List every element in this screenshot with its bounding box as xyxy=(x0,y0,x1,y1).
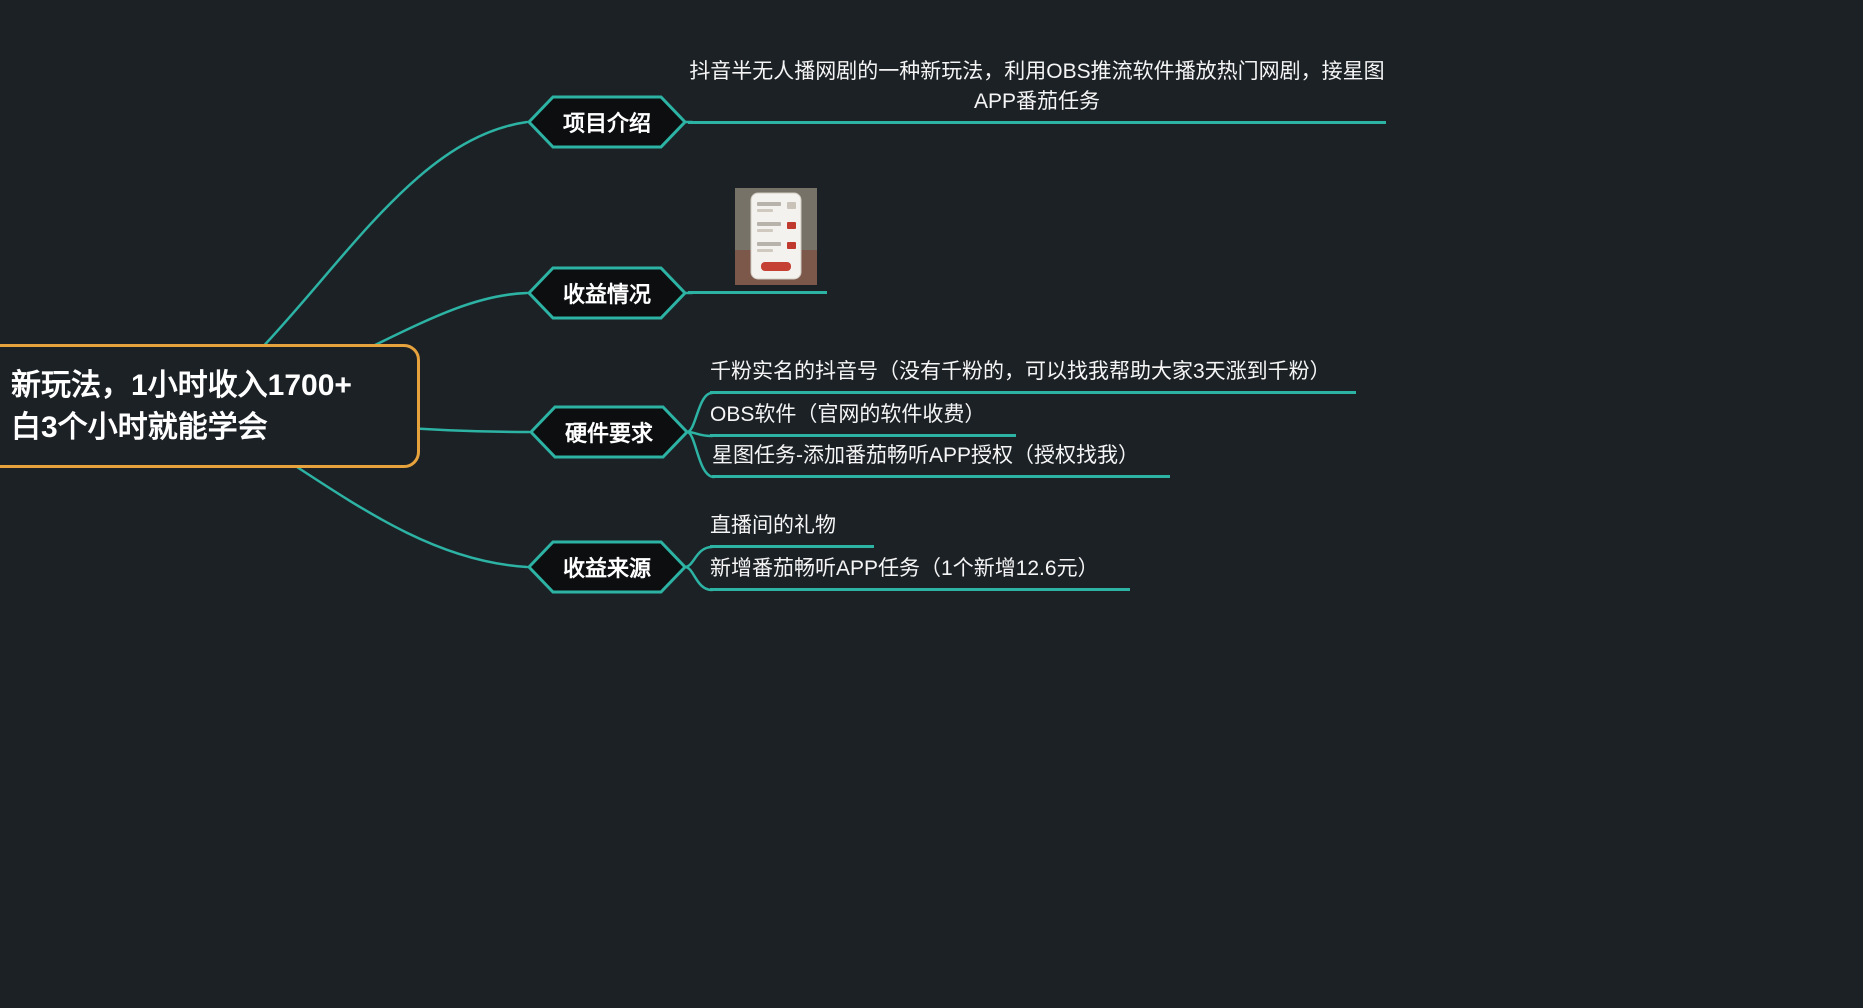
leaf-text: 直播间的礼物 xyxy=(710,514,836,537)
root-topic-line1: 新玩法，1小时收入1700+ xyxy=(11,369,352,402)
root-topic-node[interactable]: 新玩法，1小时收入1700+ 白3个小时就能学会 xyxy=(0,344,420,468)
root-topic-line2: 白3个小时就能学会 xyxy=(11,411,268,444)
leaf-node-xingtu-task-auth[interactable]: 星图任务-添加番茄畅听APP授权（授权找我） xyxy=(712,441,1170,478)
branch-node-project-intro[interactable]: 项目介绍 xyxy=(527,95,687,149)
leaf-text: 新增番茄畅听APP任务（1个新增12.6元） xyxy=(710,557,1099,580)
leaf-node-live-gifts[interactable]: 直播间的礼物 xyxy=(710,511,874,548)
leaf-node-project-description[interactable]: 抖音半无人播网剧的一种新玩法，利用OBS推流软件播放热门网剧，接星图APP番茄任… xyxy=(688,57,1386,124)
connector-branch-3-leaf-3 xyxy=(685,430,716,479)
hexagon-shape xyxy=(529,405,689,459)
hexagon-shape xyxy=(527,95,687,149)
connector-branch-4-leaf-2 xyxy=(683,565,714,592)
hexagon-shape xyxy=(527,540,687,594)
branch-label: 收益情况 xyxy=(562,282,651,307)
branch-node-hardware-requirements[interactable]: 硬件要求 xyxy=(529,405,689,459)
branch-node-income-sources[interactable]: 收益来源 xyxy=(527,540,687,594)
branch-label: 收益来源 xyxy=(562,556,651,581)
leaf-text: 抖音半无人播网剧的一种新玩法，利用OBS推流软件播放热门网剧，接星图APP番茄任… xyxy=(689,60,1385,113)
connector-branch-4-leaf-1 xyxy=(683,545,714,569)
earnings-photo-image xyxy=(735,188,817,285)
leaf-node-douyin-account[interactable]: 千粉实名的抖音号（没有千粉的，可以找我帮助大家3天涨到千粉） xyxy=(710,357,1356,394)
hexagon-shape xyxy=(527,266,687,320)
leaf-node-earnings-screenshot[interactable] xyxy=(688,188,827,294)
branch-node-earnings[interactable]: 收益情况 xyxy=(527,266,687,320)
branch-label: 硬件要求 xyxy=(564,421,653,446)
leaf-node-app-task-income[interactable]: 新增番茄畅听APP任务（1个新增12.6元） xyxy=(710,554,1130,591)
leaf-text: OBS软件（官网的软件收费） xyxy=(710,403,986,426)
leaf-text: 星图任务-添加番茄畅听APP授权（授权找我） xyxy=(712,444,1140,467)
leaf-node-obs-software[interactable]: OBS软件（官网的软件收费） xyxy=(710,400,1016,437)
connector-branch-3-leaf-1 xyxy=(685,391,714,434)
branch-label: 项目介绍 xyxy=(562,111,651,136)
leaf-text: 千粉实名的抖音号（没有千粉的，可以找我帮助大家3天涨到千粉） xyxy=(710,360,1331,383)
